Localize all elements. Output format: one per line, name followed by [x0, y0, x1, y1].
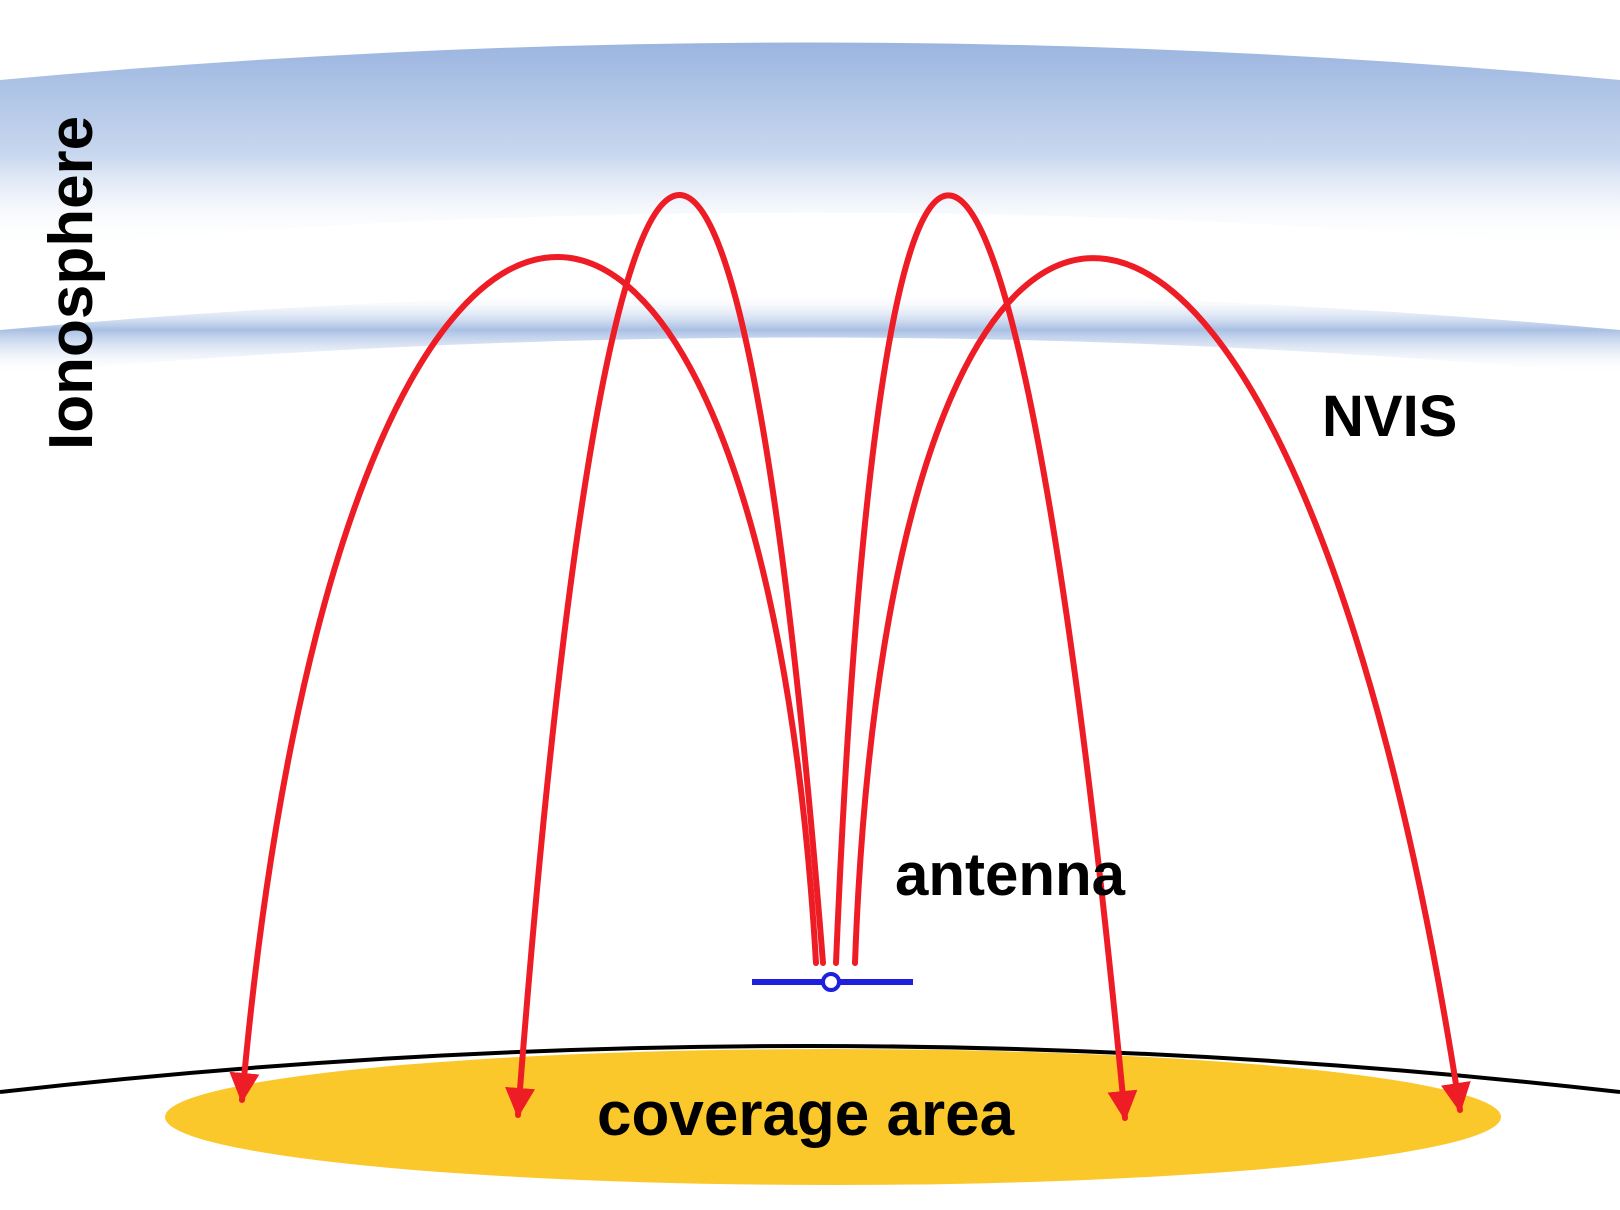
- ray-outer-left: [229, 254, 819, 1103]
- ionosphere-label: Ionosphere: [37, 116, 106, 450]
- ray-outer-right: [852, 255, 1471, 1113]
- ray-inner-right: [833, 192, 1138, 1121]
- ionosphere-lower-layer: [0, 292, 1620, 375]
- nvis-label: NVIS: [1322, 384, 1457, 449]
- antenna-label: antenna: [895, 841, 1126, 908]
- ionosphere-upper-layer: [0, 42, 1620, 250]
- antenna-icon: [752, 972, 913, 992]
- nvis-rays: [229, 192, 1471, 1121]
- coverage-area-label: coverage area: [597, 1080, 1015, 1149]
- ray-inner-left: [505, 192, 826, 1118]
- coverage-area-ellipse: [165, 1049, 1501, 1185]
